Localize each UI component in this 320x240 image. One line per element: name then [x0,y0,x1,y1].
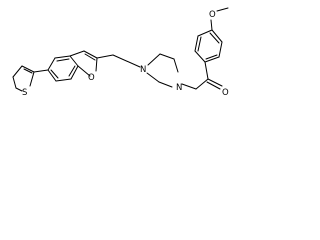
carbonyl-phenyl-bond [204,61,209,80]
carbonyl-double-bond-b [206,81,221,90]
thiophene-ring [12,65,35,92]
ketone-oxygen-label: O [222,88,229,98]
methylene-bond-2 [112,54,141,68]
sulfur-atom-label: S [22,88,27,98]
thiophene-benzo-bond [33,69,49,73]
methoxy-oxygen-label: O [209,10,216,20]
benzo-ring [47,55,79,82]
piperazine-n-lower-label: N [176,83,182,93]
o-methyl-bond [216,7,229,12]
methylene-bond-1 [96,54,114,59]
molecule-drawing: S O N N O O [12,7,229,98]
furan-oxygen-label: O [88,73,95,83]
methoxyphenyl-ring [194,29,223,63]
piperazine-ring [146,53,179,88]
n-ch2-bond [181,83,197,90]
aryl-o-bond [210,19,213,31]
ch2-carbonyl-bond [195,78,209,90]
structure-canvas: S O N N O O [0,0,240,113]
furan-ring [69,50,98,77]
piperazine-n-upper-label: N [140,65,146,75]
carbonyl-double-bond-a [207,78,223,87]
